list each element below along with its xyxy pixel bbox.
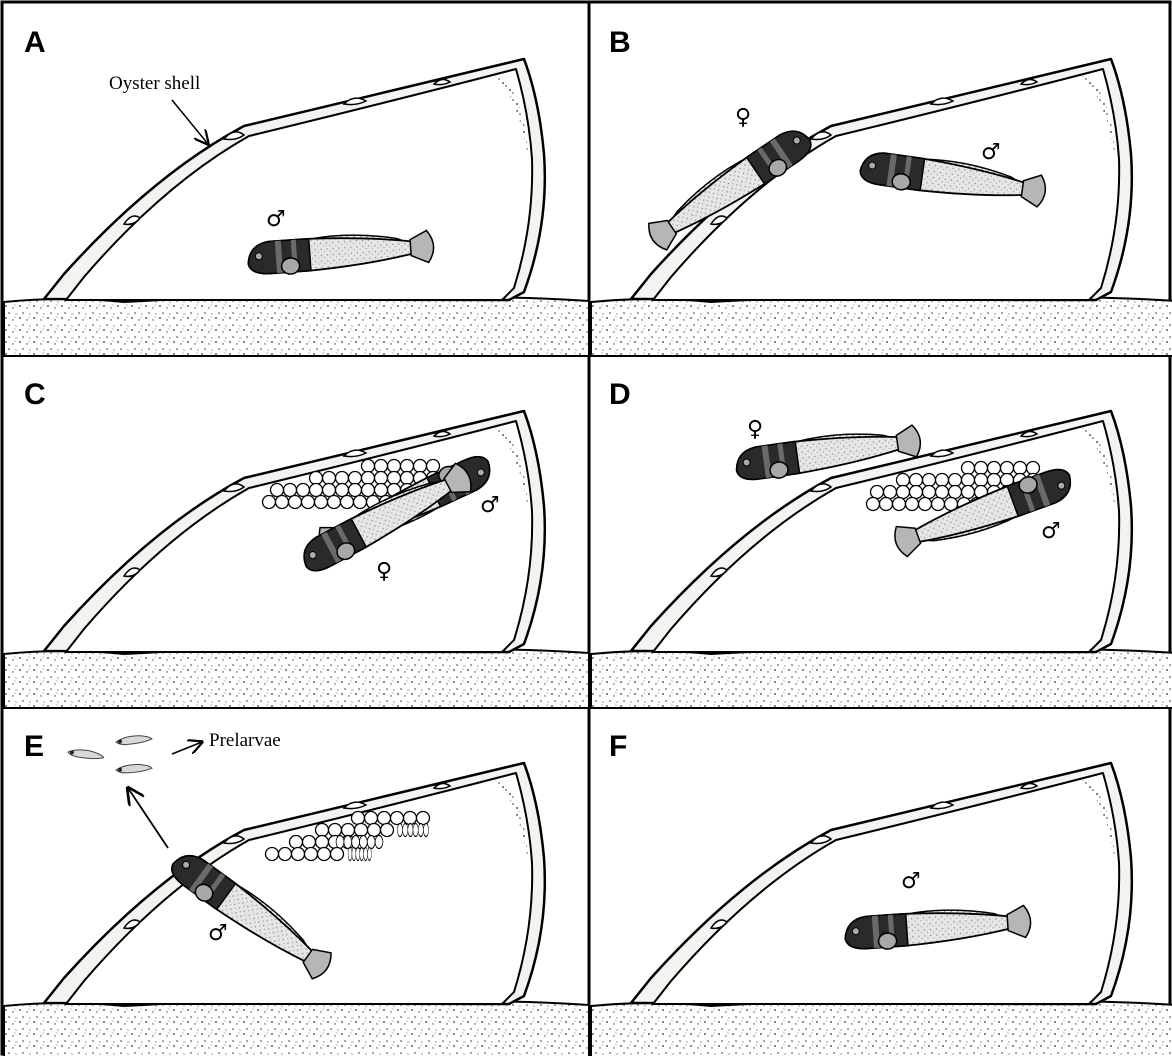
sediment xyxy=(591,297,1172,356)
panel-label: A xyxy=(24,26,46,59)
sediment xyxy=(4,649,589,708)
prelarva-icon xyxy=(116,763,153,775)
panel-label: E xyxy=(24,730,44,763)
panel-c: C ♂ ♀ xyxy=(4,378,589,708)
male-symbol: ♂ xyxy=(1041,519,1061,544)
male-symbol: ♂ xyxy=(901,869,921,894)
sediment xyxy=(4,1001,589,1056)
female-symbol: ♀ xyxy=(747,417,763,442)
arrow-icon xyxy=(128,788,168,848)
male-symbol: ♂ xyxy=(981,140,1001,165)
panel-b: B ♀ ♂ xyxy=(591,26,1172,356)
panel-e: E Prelarvae ♂ xyxy=(4,730,589,1056)
prelarva-icon xyxy=(68,748,105,760)
male-symbol: ♂ xyxy=(266,207,286,232)
panel-a: A Oyster shell ♂ xyxy=(4,26,589,356)
oyster-shell-icon xyxy=(44,763,545,1004)
panel-f: F ♂ xyxy=(591,730,1172,1056)
panel-label: C xyxy=(24,378,46,411)
female-symbol: ♀ xyxy=(735,105,751,130)
arrow-icon xyxy=(172,100,208,144)
oyster-shell-icon xyxy=(44,411,545,652)
oyster-shell-label: Oyster shell xyxy=(109,73,200,94)
female-symbol: ♀ xyxy=(376,559,392,584)
sediment xyxy=(591,1001,1172,1056)
prelarva-icon xyxy=(116,733,153,746)
panel-label: D xyxy=(609,378,631,411)
panel-label: F xyxy=(609,730,627,763)
male-symbol: ♂ xyxy=(480,493,500,518)
panel-label: B xyxy=(609,26,631,59)
arrow-icon xyxy=(172,742,202,754)
sediment xyxy=(4,297,589,356)
sediment xyxy=(591,649,1172,708)
prelarvae-label: Prelarvae xyxy=(209,730,281,751)
panel-d: D ♀ ♂ xyxy=(591,378,1172,708)
oyster-shell-icon xyxy=(631,763,1132,1004)
male-symbol: ♂ xyxy=(208,921,228,946)
